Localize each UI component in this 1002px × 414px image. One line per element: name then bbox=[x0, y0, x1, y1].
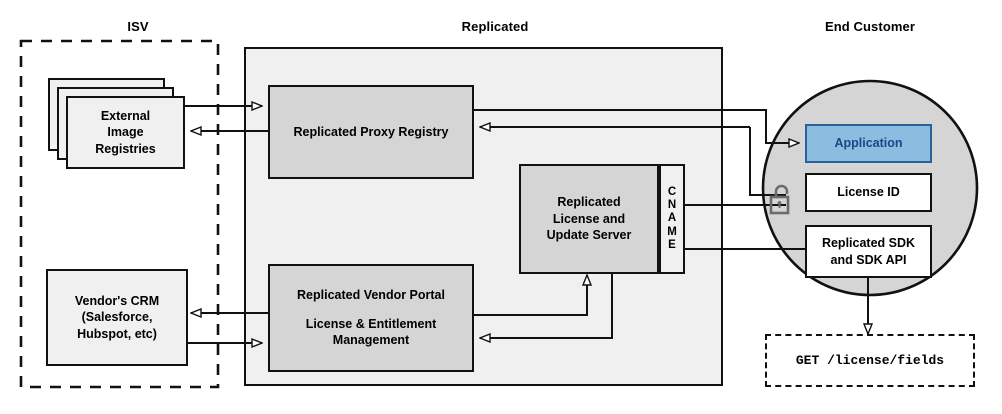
application[interactable]: Application bbox=[805, 124, 932, 163]
edge-portal-to-license-server bbox=[474, 275, 587, 316]
edge-application-to-proxy-riser bbox=[749, 127, 786, 196]
unlock-icon bbox=[769, 184, 790, 215]
vendors-crm[interactable]: Vendor's CRM (Salesforce, Hubspot, etc) bbox=[46, 269, 188, 366]
zone-title-isv: ISV bbox=[127, 19, 149, 34]
cname-strip[interactable]: C N A M E bbox=[659, 164, 685, 274]
replicated-sdk[interactable]: Replicated SDK and SDK API bbox=[805, 225, 932, 278]
zone-isv-boundary bbox=[19, 39, 220, 389]
replicated-license-update-server[interactable]: Replicated License and Update Server bbox=[519, 164, 659, 274]
replicated-proxy-registry[interactable]: Replicated Proxy Registry bbox=[268, 85, 474, 179]
cname-letter-c: C bbox=[667, 185, 677, 198]
replicated-vendor-portal-title: Replicated Vendor Portal bbox=[297, 288, 445, 303]
replicated-vendor-portal-subtitle: License & Entitlement Management bbox=[305, 316, 437, 348]
cname-letter-n: N bbox=[667, 199, 677, 211]
license-id[interactable]: License ID bbox=[805, 173, 932, 212]
zone-title-end-customer: End Customer bbox=[824, 19, 916, 34]
external-image-registries[interactable]: External Image Registries bbox=[66, 96, 185, 169]
api-call-box[interactable]: GET /license/fields bbox=[765, 334, 975, 387]
edge-license-server-to-portal bbox=[480, 264, 613, 338]
zone-title-replicated: Replicated bbox=[461, 19, 529, 34]
cname-letter-a: A bbox=[667, 212, 677, 225]
cname-letter-e: E bbox=[668, 238, 676, 251]
edge-proxy-to-application bbox=[474, 109, 799, 143]
replicated-vendor-portal[interactable]: Replicated Vendor Portal License & Entit… bbox=[268, 264, 474, 372]
cname-letter-m: M bbox=[667, 225, 677, 238]
